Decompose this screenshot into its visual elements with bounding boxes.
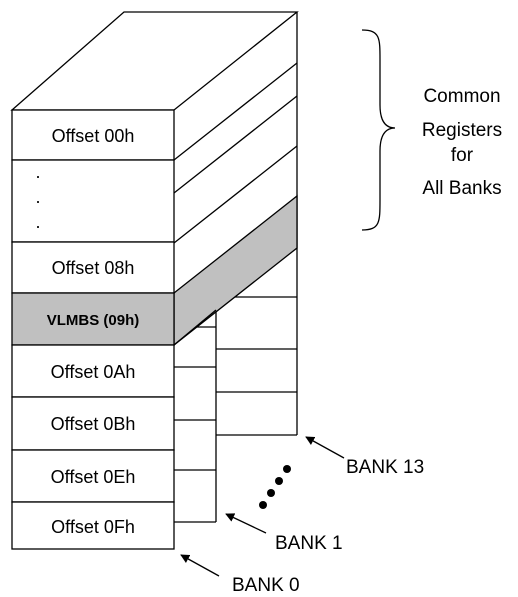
bank-1-label: BANK 1 [275,533,343,554]
dot-label: . [35,162,40,182]
note-line: Common [423,86,500,107]
ellipsis-dots [259,465,291,509]
cell-offset-0eh [11,449,175,503]
stack-3d-faces [10,11,299,347]
bank-0-arrow [180,554,220,577]
vlmbs-label: VLMBS (09h) [47,312,140,329]
dot-label: . [35,187,40,207]
dot-label: . [35,212,40,232]
bank-0-stack: Offset 00h . . . Offset 08h VLMBS (09h) … [11,109,175,550]
bank-1-arrow [225,513,267,534]
cell-vlmbs [11,292,175,346]
ellipsis-dot [283,465,291,473]
note-line: for [451,145,474,166]
ellipsis-dot [259,501,267,509]
note-line: All Banks [422,178,501,199]
cell-label: Offset 08h [52,258,135,278]
cell-label: Offset 0Eh [51,467,136,487]
cell-label: Offset 0Ah [51,362,136,382]
common-registers-note: Common Registers for All Banks [422,86,502,199]
cell-offset-0ah [11,344,175,398]
cell-label: Offset 0Fh [51,517,135,537]
ellipsis-dot [267,489,275,497]
bank-13-arrow [305,436,345,459]
curly-brace [361,29,396,231]
cell-dots [11,159,175,243]
cell-offset-08h [11,241,175,294]
bank-0-label: BANK 0 [232,575,300,596]
cell-offset-0fh [11,501,175,550]
bank-13-label: BANK 13 [346,457,424,478]
cell-offset-00h [11,109,175,161]
ellipsis-dot [275,477,283,485]
top-face [10,11,299,111]
vlmbs-side-face [173,194,298,347]
cell-label: Offset 0Bh [51,414,136,434]
bank-1-stack [174,326,216,523]
note-line: Registers [422,120,502,141]
cell-label: Offset 00h [52,126,135,146]
